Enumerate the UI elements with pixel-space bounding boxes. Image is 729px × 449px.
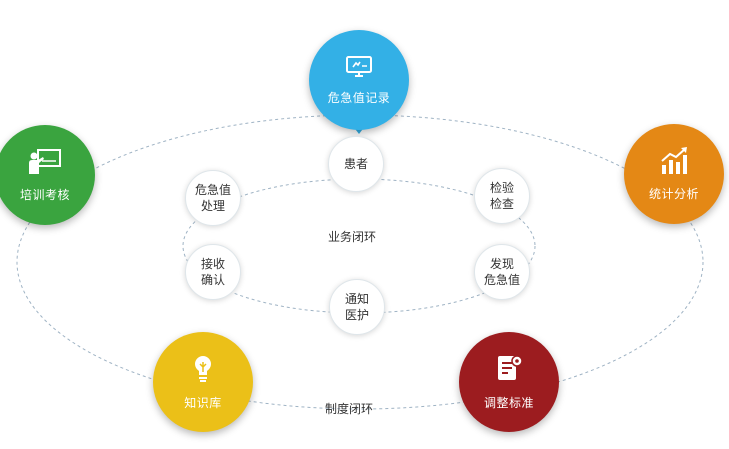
node-receive-line2: 确认 [200,273,225,287]
node-notify-line2: 医护 [344,308,369,322]
document-gear-icon [495,354,523,388]
node-handle-line1: 危急值 [194,183,231,197]
node-find-line2: 危急值 [483,273,520,287]
node-knowledge-label: 知识库 [184,395,222,410]
node-training: 培训考核 [0,125,95,225]
node-stats-label: 统计分析 [648,186,699,201]
node-receive: 接收 确认 [185,244,241,300]
node-knowledge: 知识库 [153,332,253,432]
node-find: 发现 危急值 [474,244,530,300]
node-find-line1: 发现 [489,257,514,271]
node-adjust: 调整标准 [459,332,559,432]
node-training-label: 培训考核 [19,187,70,202]
system-loop-label: 制度闭环 [325,402,374,416]
node-exam: 检验 检查 [474,168,530,224]
node-stats: 统计分析 [624,124,724,224]
node-record-label: 危急值记录 [327,90,391,105]
node-receive-line1: 接收 [200,257,225,271]
node-record: 危急值记录 [309,30,409,130]
node-exam-line1: 检验 [489,181,514,195]
node-patient: 患者 [328,136,384,192]
node-adjust-label: 调整标准 [483,395,534,410]
node-exam-line2: 检查 [489,197,514,211]
business-loop-label: 业务闭环 [328,230,377,244]
lightbulb-icon [193,354,213,388]
teacher-board-icon [28,148,62,180]
node-handle-line2: 处理 [200,199,225,213]
bar-chart-icon [659,146,689,179]
node-notify: 通知 医护 [329,279,385,335]
node-handle: 危急值 处理 [185,170,241,226]
node-notify-line1: 通知 [344,292,369,306]
monitor-icon [345,55,373,83]
node-patient-label: 患者 [343,157,368,171]
